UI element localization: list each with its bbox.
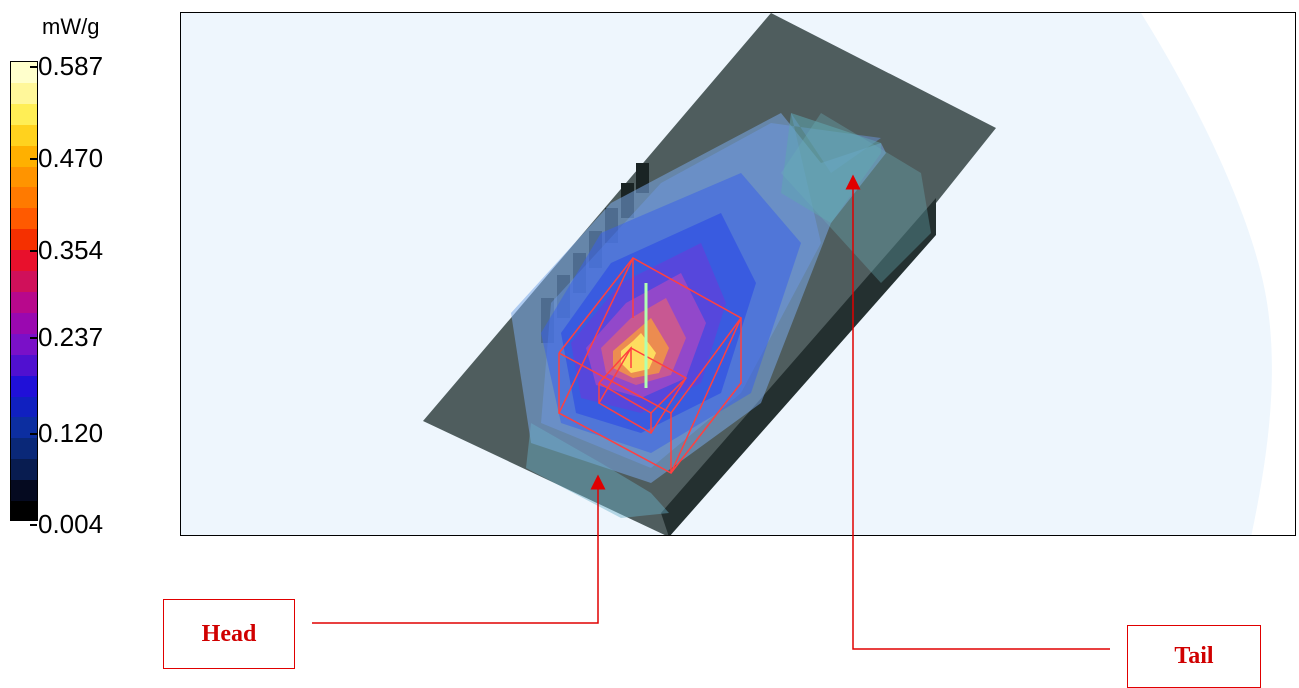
head-label: Head bbox=[201, 620, 257, 647]
legend-swatch bbox=[11, 82, 37, 105]
tail-callout: Tail bbox=[1127, 625, 1261, 688]
legend-unit-label: mW/g bbox=[42, 14, 100, 39]
legend-tick-label: 0.120 bbox=[29, 418, 104, 448]
legend-tick-label: 0.354 bbox=[29, 235, 104, 265]
legend-swatch bbox=[11, 438, 37, 461]
legend-swatch bbox=[11, 312, 37, 335]
measurement-cube-outer bbox=[558, 256, 742, 475]
legend-swatch bbox=[11, 124, 37, 147]
legend-tick-label: 0.237 bbox=[29, 322, 104, 352]
sar-distribution-plot bbox=[180, 12, 1296, 536]
legend-swatch bbox=[11, 417, 37, 440]
legend-swatch bbox=[11, 229, 37, 252]
legend-swatch bbox=[11, 459, 37, 482]
legend-swatch bbox=[11, 103, 37, 126]
legend-tick-label: 0.470 bbox=[29, 143, 104, 173]
legend-swatch bbox=[11, 292, 37, 314]
legend-swatch bbox=[11, 187, 37, 210]
legend-swatch bbox=[11, 208, 37, 231]
legend-swatch bbox=[11, 145, 37, 168]
sar-3d-view bbox=[181, 13, 1272, 535]
legend-swatch bbox=[11, 396, 37, 419]
legend-tick-label: 0.587 bbox=[29, 51, 104, 81]
measurement-cube-inner bbox=[597, 346, 688, 435]
legend-tick-label: 0.004 bbox=[29, 509, 104, 539]
legend-swatch bbox=[11, 354, 37, 377]
head-callout: Head bbox=[163, 599, 295, 669]
tail-label: Tail bbox=[1174, 643, 1214, 669]
legend-swatch bbox=[11, 166, 37, 189]
contour-band-tail bbox=[781, 113, 881, 223]
legend-swatch bbox=[11, 480, 37, 503]
legend-swatch bbox=[11, 501, 37, 520]
legend-swatch bbox=[11, 250, 37, 273]
legend-swatch bbox=[11, 375, 37, 398]
contour-band-head bbox=[526, 423, 669, 518]
legend-swatch bbox=[11, 333, 37, 356]
legend-swatch bbox=[11, 271, 37, 293]
color-scale-bar bbox=[10, 61, 38, 521]
